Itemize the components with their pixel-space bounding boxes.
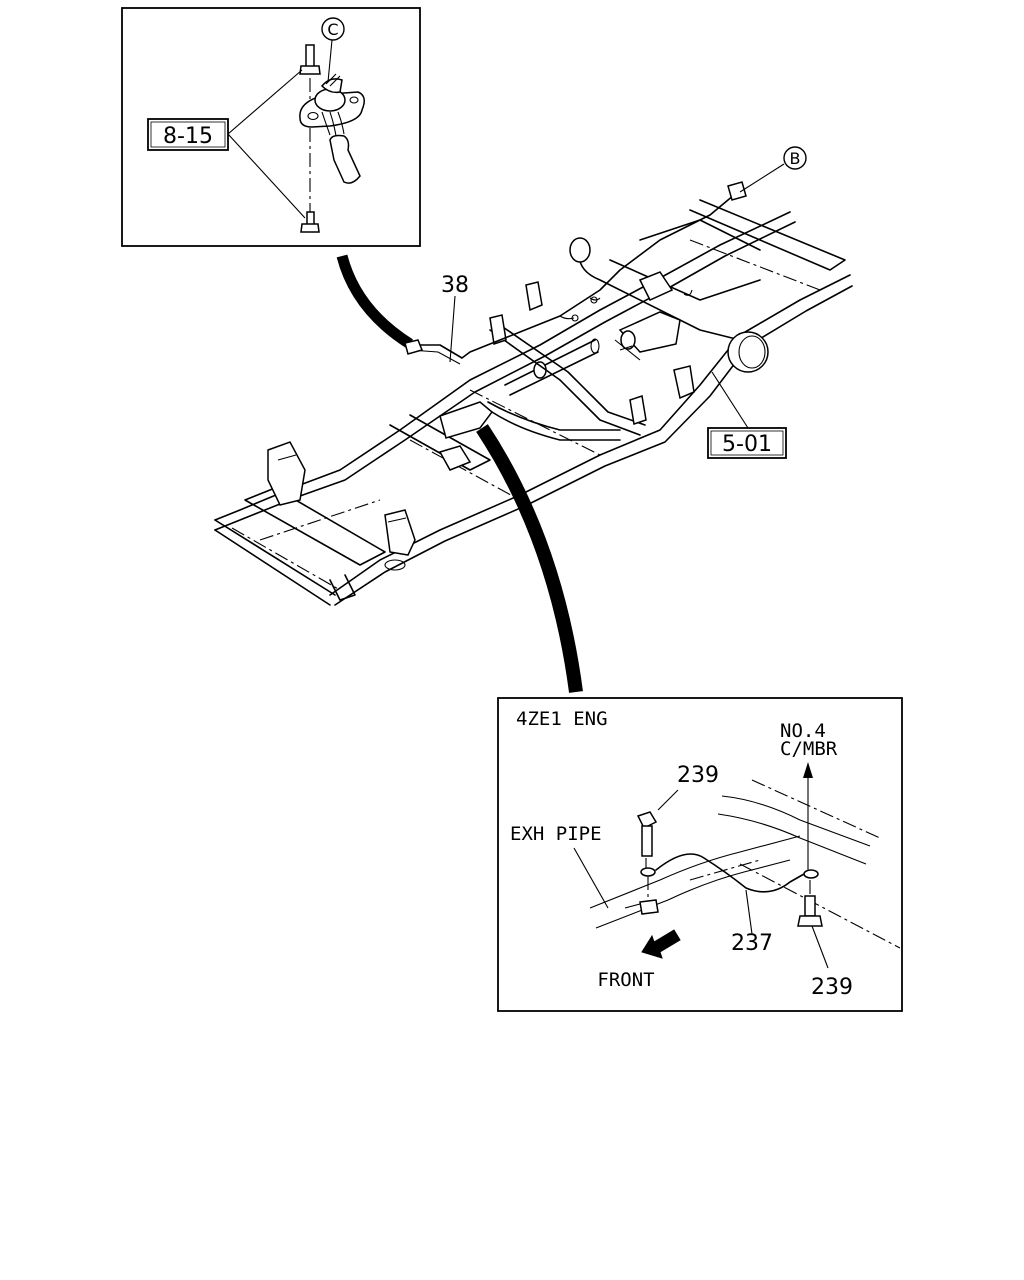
leader-239-top <box>657 789 679 811</box>
leader-239-bottom <box>811 925 829 969</box>
pointer-arrow-bottom <box>476 424 583 693</box>
top-inset: C 8-15 <box>121 7 421 247</box>
sensor-assembly <box>299 73 365 184</box>
circle-callout-c <box>321 17 345 41</box>
part-label-38: 38 <box>441 273 469 298</box>
circle-label-c: C <box>327 20 338 39</box>
leader-237 <box>745 889 753 935</box>
bolt-239-top <box>636 811 658 870</box>
bottom-nut <box>300 211 320 233</box>
part-label-239-top: 239 <box>677 763 719 788</box>
front-label: FRONT <box>597 969 654 991</box>
member-label-line1: NO.4 <box>780 720 826 742</box>
bottom-inset-frame <box>497 697 903 1012</box>
leader-38 <box>449 295 456 363</box>
leader-b <box>739 163 785 193</box>
leader-8-15-top <box>227 69 303 135</box>
bolt-239-bottom <box>797 880 823 927</box>
leader-5-01 <box>711 371 749 429</box>
front-arrow-icon <box>641 929 681 959</box>
member-label-line2: C/MBR <box>780 738 838 760</box>
chassis-frame <box>214 181 853 606</box>
leader-8-15-bottom <box>227 133 306 219</box>
rear-hub <box>727 331 769 373</box>
ref-box-5-01-label: 5-01 <box>722 432 772 457</box>
pointer-arrow-top <box>336 254 413 349</box>
circle-callout-b <box>783 146 807 170</box>
ref-box-8-15-label: 8-15 <box>163 124 213 149</box>
leader-c <box>327 39 333 83</box>
part-label-237: 237 <box>731 931 773 956</box>
engine-label: 4ZE1 ENG <box>516 708 608 730</box>
circle-label-b: B <box>790 149 801 168</box>
part-label-239-bottom: 239 <box>811 975 853 1000</box>
bottom-inset: 4ZE1 ENG NO.4 C/MBR EXH PIPE 239 <box>497 697 903 1012</box>
exh-pipe-label: EXH PIPE <box>510 823 602 845</box>
ref-box-5-01 <box>707 427 787 459</box>
ref-box-8-15 <box>147 118 229 151</box>
leader-exh-pipe <box>573 847 609 909</box>
member-direction-arrowhead <box>803 762 813 778</box>
ground-strap-237 <box>655 853 805 893</box>
